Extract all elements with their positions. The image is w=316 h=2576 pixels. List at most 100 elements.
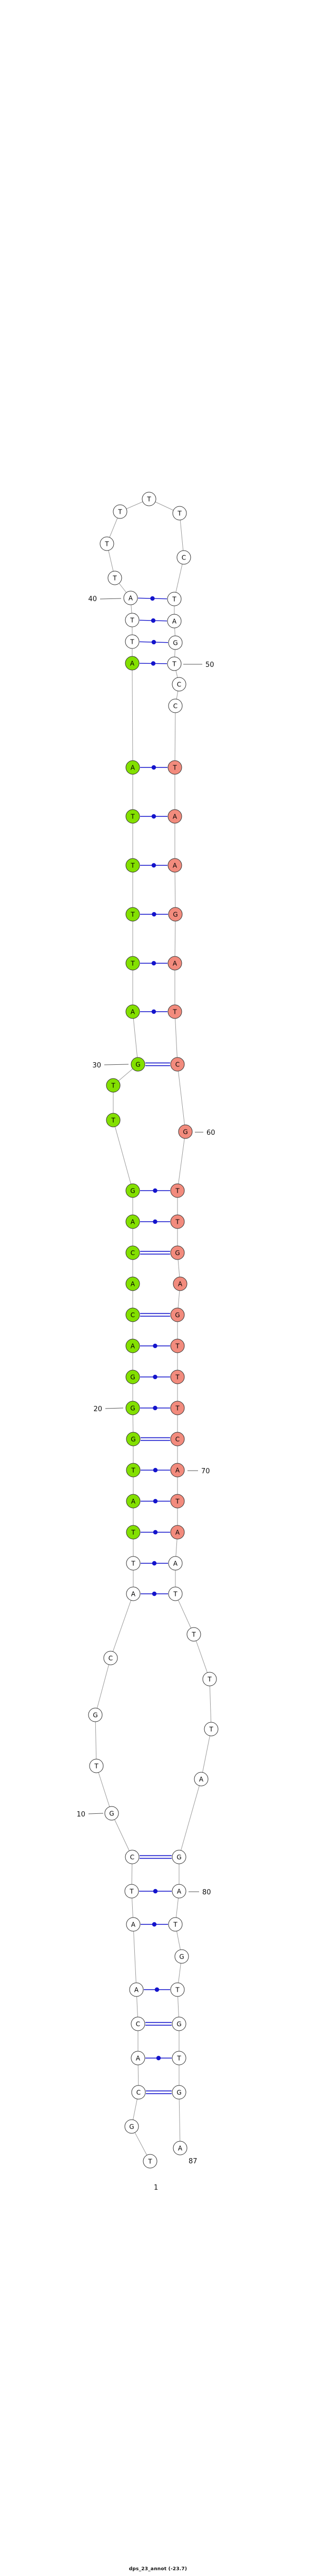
nucleotide-48-base: A [172, 617, 177, 625]
nucleotide-7-base: A [131, 1921, 136, 1928]
nucleotide-8-circle [124, 1884, 139, 1899]
nucleotide-22-circle [125, 1339, 140, 1353]
nucleotide-19-circle [126, 1432, 141, 1446]
nucleotide-26-base: A [131, 1218, 135, 1225]
nucleotide-78-circle [194, 1772, 209, 1786]
nucleotide-57-base: A [173, 960, 177, 967]
nucleotide-74-circle [168, 1586, 183, 1601]
nucleotide-14-circle [126, 1586, 141, 1601]
nucleotide-20-circle [125, 1401, 140, 1415]
backbone-segment [111, 1813, 133, 1858]
nucleotide-28-circle [106, 1113, 121, 1127]
base-pair-dot [156, 2055, 161, 2061]
backbone-segment [209, 1679, 212, 1730]
nucleotide-36-base: A [131, 764, 135, 771]
nucleotide-55-base: A [173, 862, 177, 869]
nucleotide-6-base: A [134, 1986, 139, 1993]
nucleotide-53-base: T [172, 764, 177, 771]
backbone-segment [177, 1131, 186, 1191]
backbone-segment [113, 1120, 133, 1191]
position-label-tick-10 [88, 1813, 104, 1814]
base-pair-dot [153, 1499, 158, 1504]
nucleotide-66-circle [170, 1339, 185, 1353]
nucleotide-55-circle [167, 858, 182, 873]
nucleotide-86-base: G [176, 2089, 181, 2096]
position-label-10: 10 [76, 1811, 85, 1819]
nucleotide-67-base: T [175, 1373, 180, 1381]
backbone-segment [179, 2092, 181, 2149]
position-label-60: 60 [206, 1129, 215, 1137]
nucleotide-33-circle [125, 907, 140, 922]
nucleotide-29-circle [106, 1078, 121, 1093]
nucleotide-3-circle [131, 2085, 146, 2100]
nucleotide-83-base: T [175, 1986, 180, 1993]
backbone-segment [132, 663, 133, 768]
base-pair-dot [153, 1530, 158, 1535]
backbone-segment [132, 1011, 139, 1065]
nucleotide-39-base: T [130, 616, 134, 624]
nucleotide-49-base: G [173, 639, 177, 646]
base-pair-dot [154, 1987, 160, 1992]
backbone-segment [201, 1729, 212, 1780]
nucleotide-66-base: T [175, 1342, 180, 1350]
nucleotide-17-circle [126, 1494, 141, 1509]
position-label-50: 50 [205, 661, 214, 669]
nucleotide-56-base: G [173, 911, 177, 918]
nucleotide-77-base: T [209, 1725, 213, 1733]
nucleotide-51-circle [172, 677, 186, 692]
nucleotide-86-circle [172, 2085, 186, 2100]
nucleotide-76-base: T [207, 1675, 212, 1683]
base-pair-dot [153, 1405, 157, 1411]
nucleotide-8-base: T [129, 1888, 134, 1895]
nucleotide-79-circle [172, 1850, 186, 1864]
nucleotide-16-base: T [131, 1529, 135, 1536]
nucleotide-82-circle [174, 1949, 189, 1964]
position-label-30: 30 [92, 1062, 101, 1070]
nucleotide-85-base: T [176, 2054, 181, 2062]
position-label-80: 80 [202, 1889, 211, 1896]
base-pair-dot [151, 863, 156, 868]
nucleotide-64-circle [173, 1276, 187, 1291]
nucleotide-39-circle [125, 613, 140, 627]
nucleotide-68-circle [170, 1401, 185, 1415]
nucleotide-10-base: G [109, 1810, 114, 1817]
nucleotide-63-circle [170, 1245, 185, 1260]
nucleotide-12-circle [88, 1708, 103, 1722]
backbone-segment [177, 1064, 186, 1132]
nucleotide-60-base: G [183, 1128, 187, 1135]
nucleotide-73-circle [168, 1556, 183, 1571]
nucleotide-45-base: T [177, 510, 182, 517]
base-pair-dot [152, 912, 156, 917]
nucleotide-32-circle [125, 956, 140, 971]
base-pair-dot [152, 1561, 157, 1566]
backbone-segment [174, 1011, 178, 1065]
nucleotide-37-circle [125, 656, 140, 671]
base-pair-dot [153, 1343, 157, 1349]
nucleotide-85-circle [172, 2051, 186, 2065]
nucleotide-54-circle [167, 809, 182, 824]
nucleotide-9-base: C [130, 1853, 134, 1861]
nucleotide-30-base: G [135, 1061, 140, 1068]
base-pair-dot [151, 640, 156, 645]
nucleotide-40-base: A [129, 594, 133, 602]
nucleotide-72-circle [170, 1525, 185, 1540]
base-pair-dot [151, 814, 156, 819]
nucleotide-75-circle [186, 1627, 201, 1642]
nucleotide-52-circle [168, 698, 183, 713]
nucleotide-59-circle [170, 1057, 185, 1072]
base-pair-dot [151, 661, 156, 666]
nucleotide-33-base: T [130, 911, 135, 918]
nucleotide-50-base: T [172, 660, 176, 667]
nucleotide-58-circle [167, 1004, 182, 1019]
nucleotide-65-circle [170, 1307, 185, 1322]
base-pair-dot [151, 618, 156, 623]
nucleotide-25-base: C [131, 1249, 135, 1256]
nucleotide-63-base: G [175, 1249, 180, 1256]
nucleotide-57-circle [167, 956, 182, 971]
backbone-segment [96, 1765, 112, 1814]
nucleotide-79-base: G [176, 1853, 181, 1861]
nucleotide-48-circle [167, 614, 182, 628]
base-pair-dot [152, 1922, 157, 1927]
nucleotide-87-circle [173, 2141, 187, 2155]
